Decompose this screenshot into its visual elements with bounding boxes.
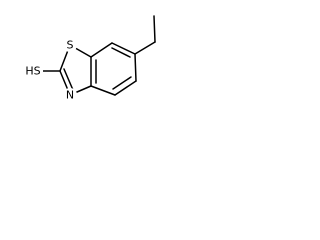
bond-c5-c6 [134, 53, 137, 82]
bond-c6-c7-inner [111, 47, 131, 58]
bond-c3a-c4 [90, 85, 116, 96]
bond-c5-c5-inner [112, 76, 132, 90]
bond-c4-c5 [114, 80, 137, 96]
ring-sulfur-label: S [67, 39, 74, 52]
bond-c6-c7 [111, 42, 136, 55]
bond-c7-c7a [90, 42, 113, 58]
bond-c6-ch2 [134, 41, 156, 55]
bond-c2-n-double [63, 68, 74, 91]
thiol-group-label: HS [25, 65, 40, 78]
molecule-structure: S N HS [24, 15, 156, 102]
ring-nitrogen-label: N [66, 89, 74, 102]
bond-ch2-ch3 [153, 15, 156, 43]
